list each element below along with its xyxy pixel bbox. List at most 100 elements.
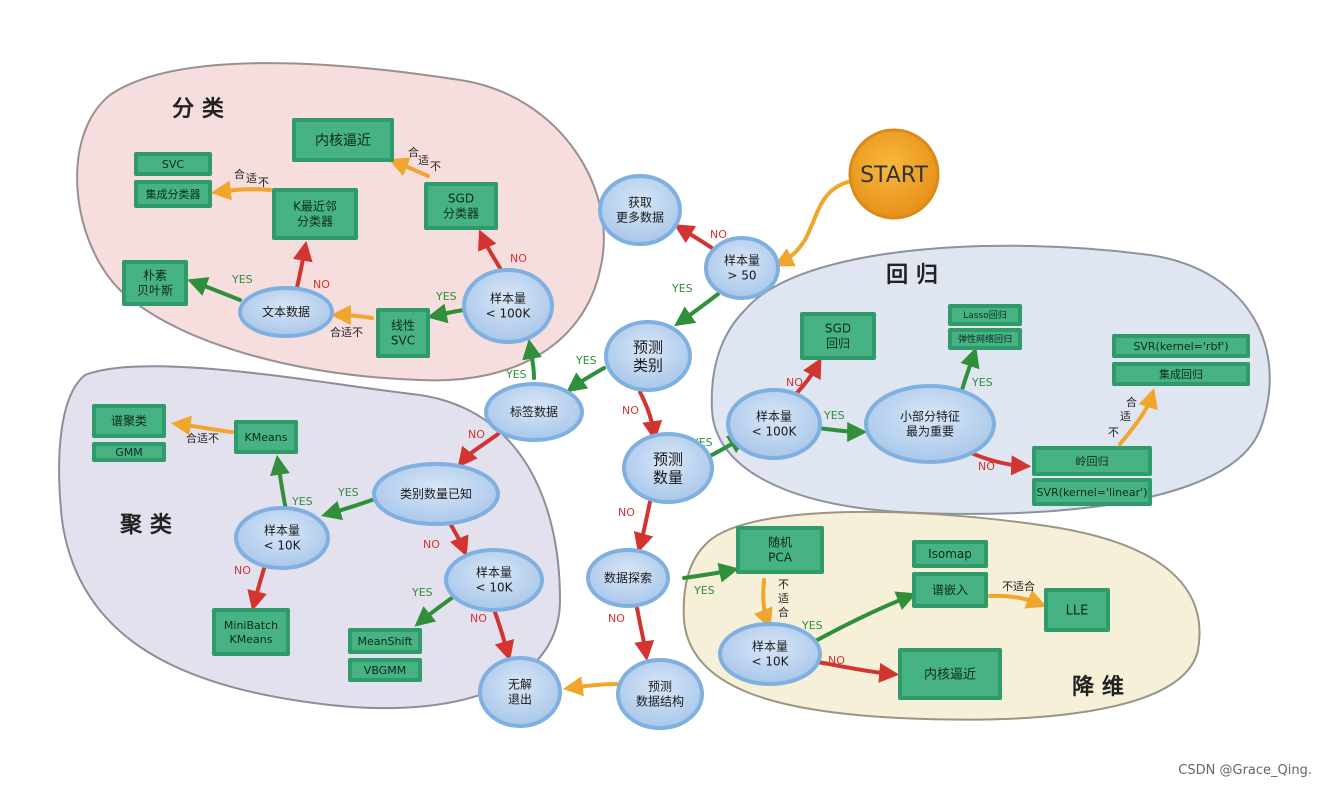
algo-elastic-net[interactable]: 弹性网络回归 [948,328,1022,350]
decision-clu-samples-a[interactable]: 样本量< 10K [234,506,330,570]
label-yes: YES [337,486,359,499]
decision-label: 最为重要 [906,425,954,439]
arrow-features-to-lasso [960,347,980,392]
decision-label: 样本量 [752,639,788,654]
arrow-predqty-to-explore [633,500,654,553]
label-no: NO [828,654,845,667]
algo-vbgmm[interactable]: VBGMM [348,658,422,682]
algo-label: SVR(kernel='rbf') [1133,340,1228,353]
algo-label: Isomap [928,547,972,561]
label-yes: YES [671,282,693,295]
algo-label: K最近邻 [293,200,337,214]
decision-data-explore[interactable]: 数据探索 [586,548,670,608]
decision-label: 预测 [633,338,663,356]
arrow-spectral-embed-to-lle [988,589,1047,609]
algo-label: SVC [391,334,415,348]
regression-title: 回 归 [886,263,938,288]
algo-meanshift[interactable]: MeanShift [348,628,422,654]
decision-label: 更多数据 [616,210,664,225]
decision-clu-samples-b[interactable]: 样本量< 10K [444,548,544,612]
label-yes: YES [411,586,433,599]
label-suitable-not-tilt: 适 [418,154,429,167]
decision-text-data[interactable]: 文本数据 [238,286,334,338]
decision-label: < 10K [751,655,789,669]
algo-label: KMeans [230,633,273,646]
algo-kernel-approx[interactable]: 内核逼近 [292,118,394,162]
label-suitable-not-v: 不 [1108,426,1119,439]
decision-labeled-data[interactable]: 标签数据 [484,382,584,442]
algo-ensemble-reg[interactable]: 集成回归 [1112,362,1250,386]
arrow-clusamplesa-to-kmeans [270,454,290,512]
label-not-suitable-alt: 不适合 [1002,579,1035,593]
algo-ridge[interactable]: 岭回归 [1032,446,1152,476]
start-node[interactable]: START [848,128,940,220]
label-no: NO [423,538,440,551]
decision-label: 数量 [653,468,683,486]
algo-isomap[interactable]: Isomap [912,540,988,568]
decision-label: 退出 [508,693,532,707]
algo-label: 集成回归 [1159,367,1203,381]
label-no: NO [468,428,485,441]
algo-spectral-embed[interactable]: 谱嵌入 [912,572,988,608]
arrow-explore-to-structure [634,600,655,662]
algo-spectral[interactable]: 谱聚类 [92,404,166,438]
label-no: NO [786,376,803,389]
decision-label: 样本量 [476,565,512,580]
label-no: NO [618,506,635,519]
label-suitable-not-tilt: 适 [246,172,257,185]
start-label: START [860,163,928,188]
algo-label: PCA [768,551,793,565]
algo-kmeans[interactable]: KMeans [234,420,298,454]
label-yes: YES [693,584,715,597]
reduction-title: 降 维 [1072,674,1124,700]
decision-samples-gt50[interactable]: 样本量> 50 [704,236,780,300]
label-no: NO [978,460,995,473]
algo-label: SVC [162,158,185,171]
label-not-suitable-v: 适 [778,592,789,605]
algo-label: MiniBatch [224,619,278,632]
algo-label: 贝叶斯 [137,284,173,298]
decision-reg-samples[interactable]: 样本量< 100K [726,388,822,460]
label-no: NO [313,278,330,291]
decision-cls-samples[interactable]: 样本量< 100K [462,268,554,344]
algo-gmm[interactable]: GMM [92,442,166,462]
label-suitable-not-tilt: 合 [408,145,419,159]
algo-label: 谱聚类 [111,414,147,428]
label-suitable-not-tilt: 合 [234,167,245,181]
algo-ensemble-cls[interactable]: 集成分类器 [134,180,212,208]
decision-k-known[interactable]: 类别数量已知 [372,462,500,526]
algo-label: 谱嵌入 [932,583,968,597]
decision-label: 无解 [508,678,532,692]
label-not-suitable: 合适不 [186,431,219,445]
algo-label: LLE [1066,604,1089,619]
decision-label: 数据探索 [604,570,652,585]
decision-label: 预测 [653,450,683,468]
algo-lasso[interactable]: Lasso回归 [948,304,1022,326]
decision-dr-samples[interactable]: 样本量< 10K [718,622,822,686]
algo-lle[interactable]: LLE [1044,588,1110,632]
algo-svr-rbf[interactable]: SVR(kernel='rbf') [1112,334,1250,358]
arrow-start-to-samples [773,180,850,267]
label-no: NO [234,564,251,577]
label-no: NO [622,404,639,417]
algo-svc[interactable]: SVC [134,152,212,176]
algo-svr-linear[interactable]: SVR(kernel='linear') [1032,478,1152,506]
algo-kernel-approx-dr[interactable]: 内核逼近 [898,648,1002,700]
algo-label: 弹性网络回归 [958,333,1012,345]
arrow-labeled-to-kknown [457,432,500,468]
label-yes: YES [823,409,845,422]
